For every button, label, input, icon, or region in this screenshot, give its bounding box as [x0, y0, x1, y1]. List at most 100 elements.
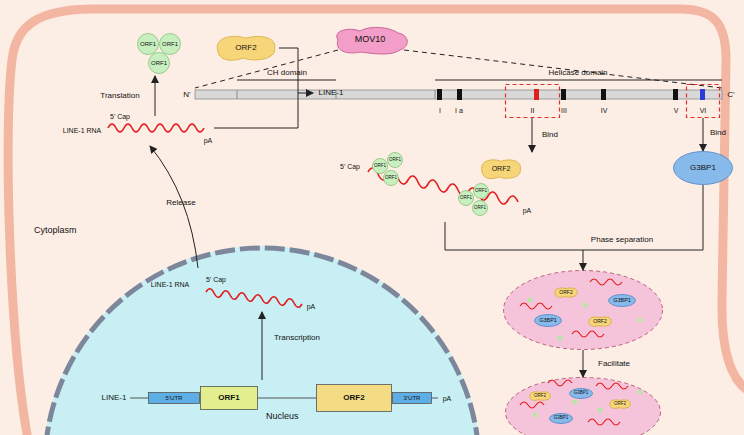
motif-mark: [601, 89, 606, 100]
edge-label: Bind: [710, 129, 726, 137]
protein-outline: [149, 53, 170, 74]
protein-outline: [674, 152, 733, 185]
translation-arrow: [155, 76, 156, 116]
zoom-line: [404, 50, 722, 88]
protein-outline: [555, 288, 577, 297]
node-text: ORF1: [162, 41, 178, 48]
orf1-protein: ORF1: [372, 158, 388, 174]
node-text: ORF1: [389, 158, 401, 163]
annotation-label: N': [183, 91, 190, 99]
rna-strand: [572, 331, 604, 337]
protein-outline: [482, 160, 521, 179]
protein-outline: [373, 159, 388, 174]
node-text: II: [531, 107, 535, 115]
protein-outline: [535, 315, 562, 327]
node-text: ORF2: [343, 394, 364, 403]
annotation-label: V: [674, 107, 679, 114]
node-text: ORF1: [151, 60, 167, 67]
rna-strand: [520, 303, 552, 309]
text-holder: ORF2: [588, 316, 612, 327]
text-holder: ORF2: [554, 287, 578, 298]
annotation-label: pA: [443, 395, 452, 402]
edge-label: Phase separation: [591, 236, 653, 244]
orf2-protein: ORF2: [215, 34, 277, 62]
protein-outline: [217, 36, 275, 60]
annotation-label: IV: [601, 107, 608, 114]
node-text: ORF2: [534, 394, 546, 399]
orf1-protein: ORF1: [148, 52, 170, 74]
rna-strand: [108, 124, 204, 132]
orf2-protein: ORF2: [609, 399, 631, 409]
domain-line: [435, 80, 722, 81]
annotation-label: 5' Cap: [340, 163, 360, 170]
g3bp1-protein: G3BP1: [549, 413, 573, 424]
node-text: ORF1: [218, 394, 239, 403]
rna-strand: [368, 168, 518, 204]
domain-divider: [435, 90, 436, 99]
node-text: ORF1: [460, 196, 472, 201]
orf1-protein: ORF1: [458, 190, 474, 206]
protein-blob: MOV10: [330, 25, 410, 55]
node-text: ORF1: [374, 164, 386, 169]
node-text: ORF2: [559, 290, 572, 296]
annotation-label: Translation: [100, 92, 139, 100]
text-holder: ORF1: [200, 386, 258, 410]
text-holder: ORF2: [215, 34, 277, 62]
node-text: Nucleus: [266, 412, 299, 422]
node-text: ORF1: [140, 41, 156, 48]
protein-outline: [530, 392, 550, 401]
annotation-label: III: [561, 107, 567, 114]
node-text: 3'UTR: [404, 395, 421, 402]
annotation-label: 5' Cap: [110, 113, 130, 120]
text-holder: II: [505, 84, 560, 118]
annotation-label: Transcription: [274, 334, 320, 342]
node-text: ORF2: [492, 165, 511, 173]
protein-outline: [138, 34, 159, 55]
text-holder: ORF2: [529, 391, 551, 401]
node-text: ORF2: [593, 319, 606, 325]
text-holder: 5'UTR: [148, 392, 200, 404]
annotation-label: Bind: [542, 131, 558, 139]
protein-outline: [388, 153, 403, 168]
orf1-dot: [573, 400, 578, 405]
release-arrow: [150, 146, 198, 268]
protein-outline: [459, 191, 474, 206]
motif-mark: [437, 89, 442, 100]
domain-line: [237, 80, 336, 81]
merge-bracket: [445, 222, 583, 250]
protein-outline: [609, 295, 636, 307]
orf2-segment: ORF2: [316, 384, 392, 412]
orf1-protein: ORF1: [387, 152, 403, 168]
utr-segment: 5'UTR: [148, 392, 200, 404]
text-holder: Cytoplasm: [34, 226, 77, 236]
motif-mark: [561, 89, 566, 100]
rna-strand: [596, 383, 628, 389]
node-text: ORF1: [475, 189, 487, 194]
orf1-dot: [638, 318, 643, 323]
annotation-label: C': [727, 91, 734, 99]
protein-bar: [195, 90, 722, 99]
protein-outline: [160, 34, 181, 55]
dashed-frame: [506, 85, 560, 118]
node-text: 5'UTR: [166, 395, 183, 402]
edge-label: Facilitate: [598, 360, 630, 368]
annotation-label: Release: [166, 199, 195, 207]
node-text: ORF1: [474, 206, 486, 211]
domain-divider: [237, 90, 238, 99]
protein-outline: [384, 171, 399, 186]
orf1-protein: ORF1: [137, 33, 159, 55]
orf1-protein: ORF1: [472, 200, 488, 216]
motif-mark: [534, 89, 539, 100]
text-holder: ORF1: [473, 183, 489, 199]
annotation-label: 5' Cap: [206, 276, 226, 283]
orf1-segment: ORF1: [200, 386, 258, 410]
g3bp1-protein: G3BP1: [534, 314, 562, 327]
motif-mark: [700, 89, 705, 100]
segment-outline: [149, 393, 200, 404]
merge-bracket: [214, 48, 298, 128]
annotation-label: Helicase domain: [548, 69, 607, 77]
